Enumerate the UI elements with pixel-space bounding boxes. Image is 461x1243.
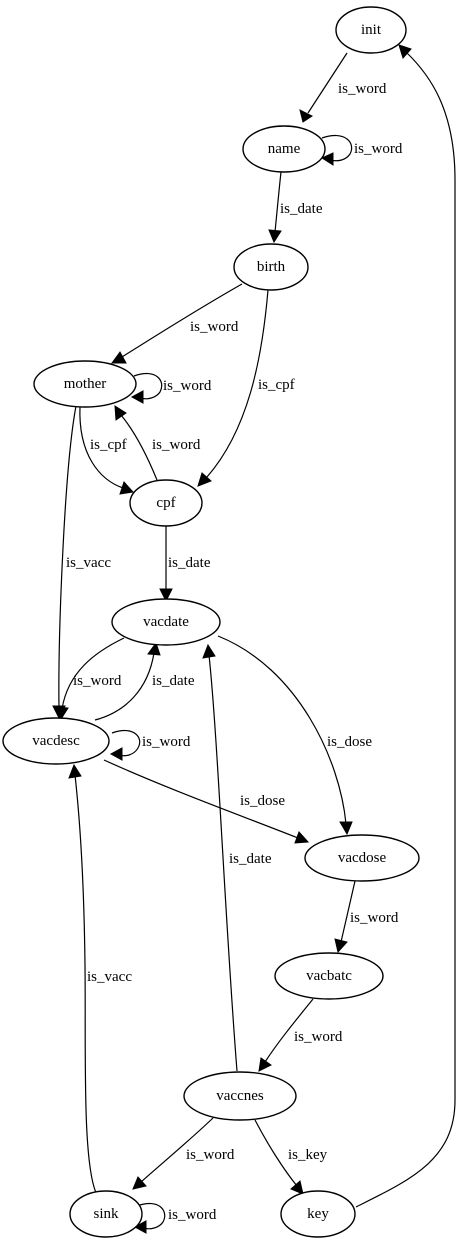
state-label-vacdate: vacdate	[143, 614, 189, 630]
state-label-sink: sink	[93, 1206, 119, 1222]
edge-label-vacdesc-self: is_word	[142, 734, 191, 750]
state-node-vacdate[interactable]: vacdate	[111, 598, 221, 646]
state-node-vacbatc[interactable]: vacbatc	[274, 952, 384, 1000]
state-node-name[interactable]: name	[242, 125, 326, 173]
edge-vacdate-to-vacdesc: is_word	[55, 637, 125, 721]
state-node-init[interactable]: init	[335, 6, 407, 54]
state-label-cpf: cpf	[156, 495, 175, 511]
state-label-mother: mother	[64, 376, 107, 392]
edge-label-init-name: is_word	[338, 81, 387, 97]
state-label-birth: birth	[257, 259, 286, 275]
edge-vacdesc-to-vacdose: is_dose	[103, 759, 310, 844]
edge-label-mother-self: is_word	[163, 378, 212, 394]
edge-label-sink-self: is_word	[168, 1207, 217, 1223]
state-node-sink[interactable]: sink	[69, 1190, 143, 1238]
edge-vaccnes-to-key: is_key	[254, 1119, 328, 1195]
edge-label-vacdesc-vacdose: is_dose	[240, 793, 285, 809]
state-node-cpf[interactable]: cpf	[129, 479, 203, 527]
state-label-vacdesc: vacdesc	[32, 733, 80, 749]
edge-label-cpf-mother: is_word	[152, 437, 201, 453]
edge-key-to-init	[355, 44, 456, 1208]
edge-label-vacdesc-vacdate: is_date	[152, 673, 195, 689]
edge-mother-to-cpf: is_cpf	[79, 405, 134, 495]
edge-label-vaccnes-key: is_key	[288, 1147, 328, 1163]
state-node-key[interactable]: key	[280, 1190, 356, 1238]
edge-vaccnes-to-vacdate: is_date	[202, 643, 272, 1072]
state-node-vacdesc[interactable]: vacdesc	[2, 717, 110, 765]
edge-name-to-birth: is_date	[268, 171, 323, 244]
state-label-init: init	[361, 22, 382, 38]
edge-cpf-to-mother: is_word	[114, 405, 201, 481]
edge-label-name-self: is_word	[354, 141, 403, 157]
state-label-vacdose: vacdose	[338, 850, 387, 866]
edge-name-self-loop: is_word	[320, 134, 403, 166]
edge-sink-to-vacdesc: is_vacc	[68, 763, 132, 1196]
edge-vacdose-to-vacbatc: is_word	[334, 880, 399, 954]
edge-vacdesc-to-vacdate: is_date	[94, 641, 195, 721]
edge-birth-to-cpf: is_cpf	[197, 289, 295, 487]
edge-label-mother-vacdesc: is_vacc	[66, 555, 111, 571]
edge-cpf-to-vacdate: is_date	[159, 525, 211, 603]
state-label-key: key	[307, 1206, 329, 1222]
edge-label-vacdate-vacdesc: is_word	[73, 673, 122, 689]
edge-label-vaccnes-sink: is_word	[186, 1147, 235, 1163]
edge-label-birth-mother: is_word	[190, 319, 239, 335]
state-label-vacbatc: vacbatc	[306, 968, 352, 984]
edge-birth-to-mother: is_word	[111, 283, 243, 364]
edge-sink-self-loop: is_word	[133, 1202, 217, 1234]
state-label-vaccnes: vaccnes	[216, 1088, 264, 1104]
state-label-name: name	[268, 141, 301, 157]
edge-label-vaccnes-vacdate: is_date	[229, 851, 272, 867]
state-node-vacdose[interactable]: vacdose	[304, 834, 420, 882]
edge-label-mother-cpf: is_cpf	[90, 437, 127, 453]
edge-label-vacbatc-vaccnes: is_word	[294, 1029, 343, 1045]
edge-label-birth-cpf: is_cpf	[258, 377, 295, 393]
edge-vacbatc-to-vaccnes: is_word	[258, 998, 343, 1072]
state-node-birth[interactable]: birth	[233, 243, 309, 291]
edge-vacdesc-self-loop: is_word	[109, 729, 191, 761]
edge-vaccnes-to-sink: is_word	[132, 1117, 235, 1190]
edge-init-to-name: is_word	[299, 52, 387, 123]
state-node-vaccnes[interactable]: vaccnes	[183, 1071, 297, 1121]
edge-label-sink-vacdesc: is_vacc	[87, 969, 132, 985]
edge-mother-self-loop: is_word	[130, 372, 212, 404]
edge-label-name-birth: is_date	[280, 201, 323, 217]
edge-label-vacdose-vacbatc: is_word	[350, 910, 399, 926]
edge-label-vacdate-vacdose: is_dose	[327, 734, 372, 750]
state-node-mother[interactable]: mother	[33, 360, 137, 408]
edge-label-cpf-vacdate: is_date	[168, 555, 211, 571]
edge-vacdate-to-vacdose: is_dose	[217, 635, 372, 836]
